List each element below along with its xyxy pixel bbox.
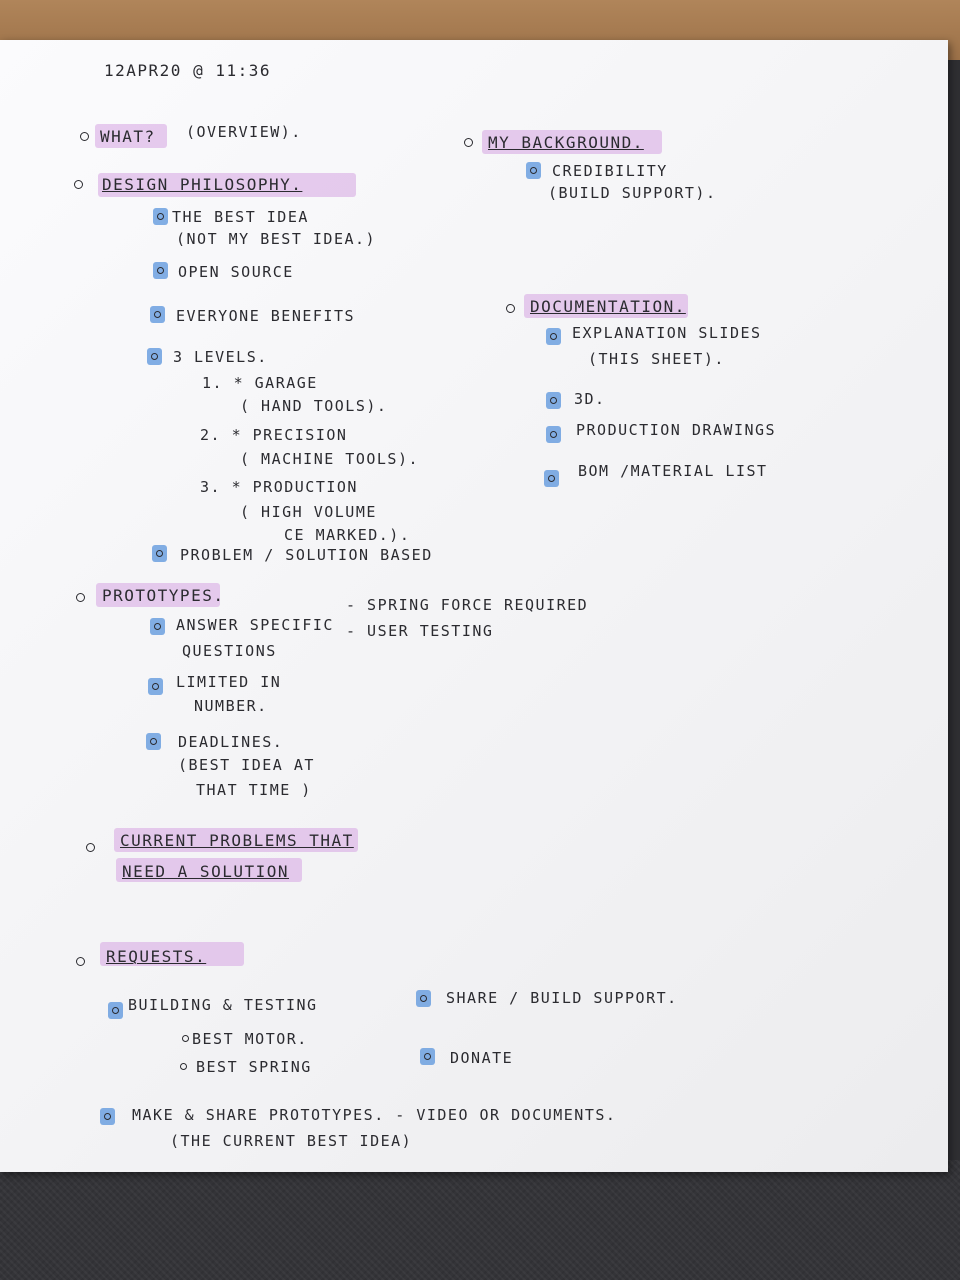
best-spring: BEST SPRING [196, 1058, 312, 1076]
bullet-icon [180, 1063, 187, 1070]
current-problems-line2: NEED A SOLUTION [122, 862, 289, 881]
design-philosophy-heading: DESIGN PHILOSOPHY. [102, 175, 303, 194]
level3-title: 3. * PRODUCTION [200, 478, 358, 496]
deadlines-line3: THAT TIME ) [196, 781, 312, 799]
bullet-icon [76, 957, 85, 966]
blue-bullet-icon [150, 306, 165, 323]
highlight [114, 828, 358, 852]
highlight [116, 858, 302, 882]
what-heading: WHAT? [100, 127, 156, 146]
answer-line2: QUESTIONS [182, 642, 277, 660]
highlight [96, 583, 220, 607]
what-note: (OVERVIEW). [186, 123, 302, 141]
level1-note: ( HAND TOOLS). [240, 397, 388, 415]
best-motor: BEST MOTOR. [192, 1030, 308, 1048]
notes-sheet: 12APR20 @ 11:36 WHAT? (OVERVIEW). DESIGN… [0, 40, 948, 1172]
spring-force-note: - SPRING FORCE REQUIRED [346, 596, 589, 614]
make-share-line2: (THE CURRENT BEST IDEA) [170, 1132, 413, 1150]
donate: DONATE [450, 1049, 514, 1067]
limited-line1: LIMITED IN [176, 673, 282, 691]
level1-title: 1. * GARAGE [202, 374, 318, 392]
best-idea-line1: THE BEST IDEA [172, 208, 309, 226]
answer-line1: ANSWER SPECIFIC [176, 616, 334, 634]
blue-bullet-icon [150, 618, 165, 635]
everyone-benefits: EVERYONE BENEFITS [176, 307, 356, 325]
deadlines-line2: (BEST IDEA AT [178, 756, 315, 774]
prototypes-heading: PROTOTYPES. [102, 586, 225, 605]
explanation-slides: EXPLANATION SLIDES [572, 324, 762, 342]
bullet-icon [76, 593, 85, 602]
bullet-icon [80, 132, 89, 141]
level2-title: 2. * PRECISION [200, 426, 348, 444]
best-idea-line2: (NOT MY BEST IDEA.) [176, 230, 377, 248]
level3-note2: CE MARKED.). [284, 526, 411, 544]
documentation-heading: DOCUMENTATION. [530, 297, 686, 316]
this-sheet: (THIS SHEET). [588, 350, 725, 368]
bullet-icon [74, 180, 83, 189]
building-testing: BUILDING & TESTING [128, 996, 318, 1014]
user-testing-note: - USER TESTING [346, 622, 494, 640]
timestamp: 12APR20 @ 11:36 [104, 61, 271, 80]
credibility: CREDIBILITY [552, 162, 668, 180]
problem-solution: PROBLEM / SOLUTION BASED [180, 546, 433, 564]
blue-bullet-icon [100, 1108, 115, 1125]
highlight [95, 124, 167, 148]
blue-bullet-icon [147, 348, 162, 365]
deadlines-line1: DEADLINES. [178, 733, 284, 751]
current-problems-line1: CURRENT PROBLEMS THAT [120, 831, 354, 850]
build-support-note: (BUILD SUPPORT). [548, 184, 717, 202]
blue-bullet-icon [153, 208, 168, 225]
blue-bullet-icon [152, 545, 167, 562]
my-background-heading: MY BACKGROUND. [488, 133, 644, 152]
fabric-surface [0, 1160, 960, 1280]
blue-bullet-icon [546, 426, 561, 443]
blue-bullet-icon [526, 162, 541, 179]
bullet-icon [506, 304, 515, 313]
limited-line2: NUMBER. [194, 697, 268, 715]
blue-bullet-icon [153, 262, 168, 279]
blue-bullet-icon [420, 1048, 435, 1065]
level2-note: ( MACHINE TOOLS). [240, 450, 420, 468]
make-share-line1: MAKE & SHARE PROTOTYPES. - VIDEO OR DOCU… [132, 1106, 617, 1124]
bom-material-list: BOM /MATERIAL LIST [578, 462, 768, 480]
blue-bullet-icon [148, 678, 163, 695]
three-d: 3D. [574, 390, 606, 408]
open-source: OPEN SOURCE [178, 263, 294, 281]
blue-bullet-icon [546, 328, 561, 345]
blue-bullet-icon [108, 1002, 123, 1019]
level3-note1: ( HIGH VOLUME [240, 503, 377, 521]
blue-bullet-icon [416, 990, 431, 1007]
blue-bullet-icon [546, 392, 561, 409]
production-drawings: PRODUCTION DRAWINGS [576, 421, 777, 439]
blue-bullet-icon [544, 470, 559, 487]
highlight [524, 294, 688, 318]
blue-bullet-icon [146, 733, 161, 750]
bullet-icon [464, 138, 473, 147]
share-build-support: SHARE / BUILD SUPPORT. [446, 989, 678, 1007]
bullet-icon [182, 1035, 189, 1042]
levels-heading: 3 LEVELS. [173, 348, 268, 366]
highlight [100, 942, 244, 966]
requests-heading: REQUESTS. [106, 947, 207, 966]
highlight [98, 173, 356, 197]
highlight [482, 130, 662, 154]
bullet-icon [86, 843, 95, 852]
